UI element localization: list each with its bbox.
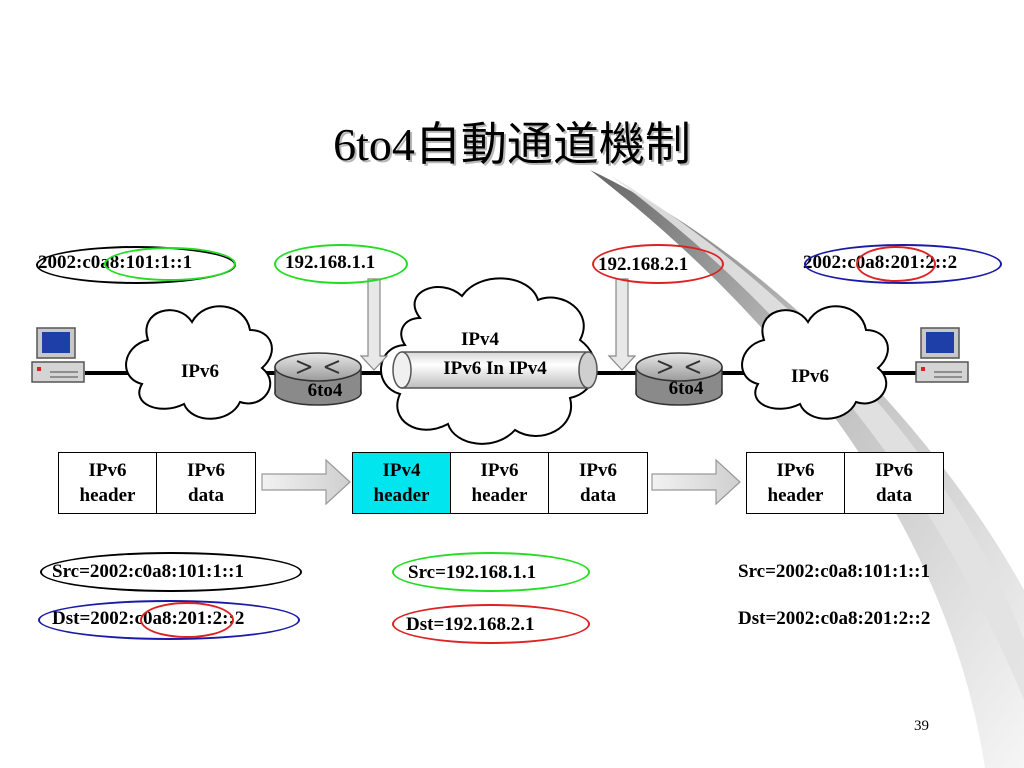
cloud-icon <box>741 305 889 420</box>
center-cloud-label: IPv4 <box>461 329 499 350</box>
red-ellipse-highlight <box>592 244 724 284</box>
cell-line: data <box>580 485 616 506</box>
cell-line: data <box>188 485 224 506</box>
right-cloud-label: IPv6 <box>791 366 829 387</box>
cell-line: header <box>471 485 528 506</box>
packet-cell-ipv4-header: IPv4 header <box>353 453 451 513</box>
block-arrow-icon <box>607 278 637 371</box>
block-arrow-icon <box>651 458 741 506</box>
green-ellipse-highlight <box>392 552 590 592</box>
red-ellipse-highlight <box>856 246 936 282</box>
computer-icon <box>915 327 969 383</box>
cell-line: IPv6 <box>187 460 225 481</box>
packet-cell-ipv6-header: IPv6 header <box>451 453 549 513</box>
slide-title: 6to4自動通道機制 <box>333 119 691 170</box>
blue-ellipse-highlight <box>38 600 300 640</box>
cell-line: header <box>79 485 136 506</box>
black-ellipse-highlight <box>40 552 302 592</box>
cell-line: IPv4 <box>382 460 421 481</box>
red-ellipse-highlight <box>392 604 590 644</box>
block-arrow-icon <box>359 278 389 371</box>
right-dst-address: Dst=2002:c0a8:201:2::2 <box>738 608 931 629</box>
cell-line: IPv6 <box>875 460 913 481</box>
cell-line: IPv6 <box>88 460 127 481</box>
packet-cell-ipv6-data: IPv6 data <box>157 453 255 513</box>
packet-cell-ipv6-data: IPv6 data <box>845 453 943 513</box>
computer-icon <box>31 327 85 383</box>
block-arrow-icon <box>261 458 351 506</box>
right-src-address: Src=2002:c0a8:101:1::1 <box>738 561 930 582</box>
cell-line: IPv6 <box>480 460 519 481</box>
blue-ellipse-highlight <box>804 244 1002 284</box>
cell-line: header <box>767 485 824 506</box>
tunnel-pipe-icon <box>392 351 598 389</box>
tunnel-label: IPv6 In IPv4 <box>443 358 547 379</box>
green-ellipse-highlight <box>104 247 236 281</box>
left-router-label: 6to4 <box>307 380 343 401</box>
packet-cell-ipv6-header: IPv6 header <box>747 453 845 513</box>
packet-cell-ipv6-header: IPv6 header <box>59 453 157 513</box>
packet-ipv6-decapsulated: IPv6 header IPv6 data <box>746 452 944 514</box>
packet-cell-ipv6-data: IPv6 data <box>549 453 647 513</box>
page-number: 39 <box>914 718 929 734</box>
packet-ipv6-original: IPv6 header IPv6 data <box>58 452 256 514</box>
left-cloud-label: IPv6 <box>181 361 219 382</box>
right-router-label: 6to4 <box>668 378 704 399</box>
cell-line: IPv6 <box>776 460 815 481</box>
red-ellipse-highlight <box>140 602 234 638</box>
cell-line: IPv6 <box>579 460 617 481</box>
cell-line: header <box>373 485 430 506</box>
router-icon <box>274 352 362 406</box>
cell-line: data <box>876 485 912 506</box>
green-ellipse-highlight <box>274 244 408 284</box>
router-icon <box>635 352 723 406</box>
cloud-icon <box>125 305 273 420</box>
packet-ipv6-in-ipv4: IPv4 header IPv6 header IPv6 data <box>352 452 648 514</box>
